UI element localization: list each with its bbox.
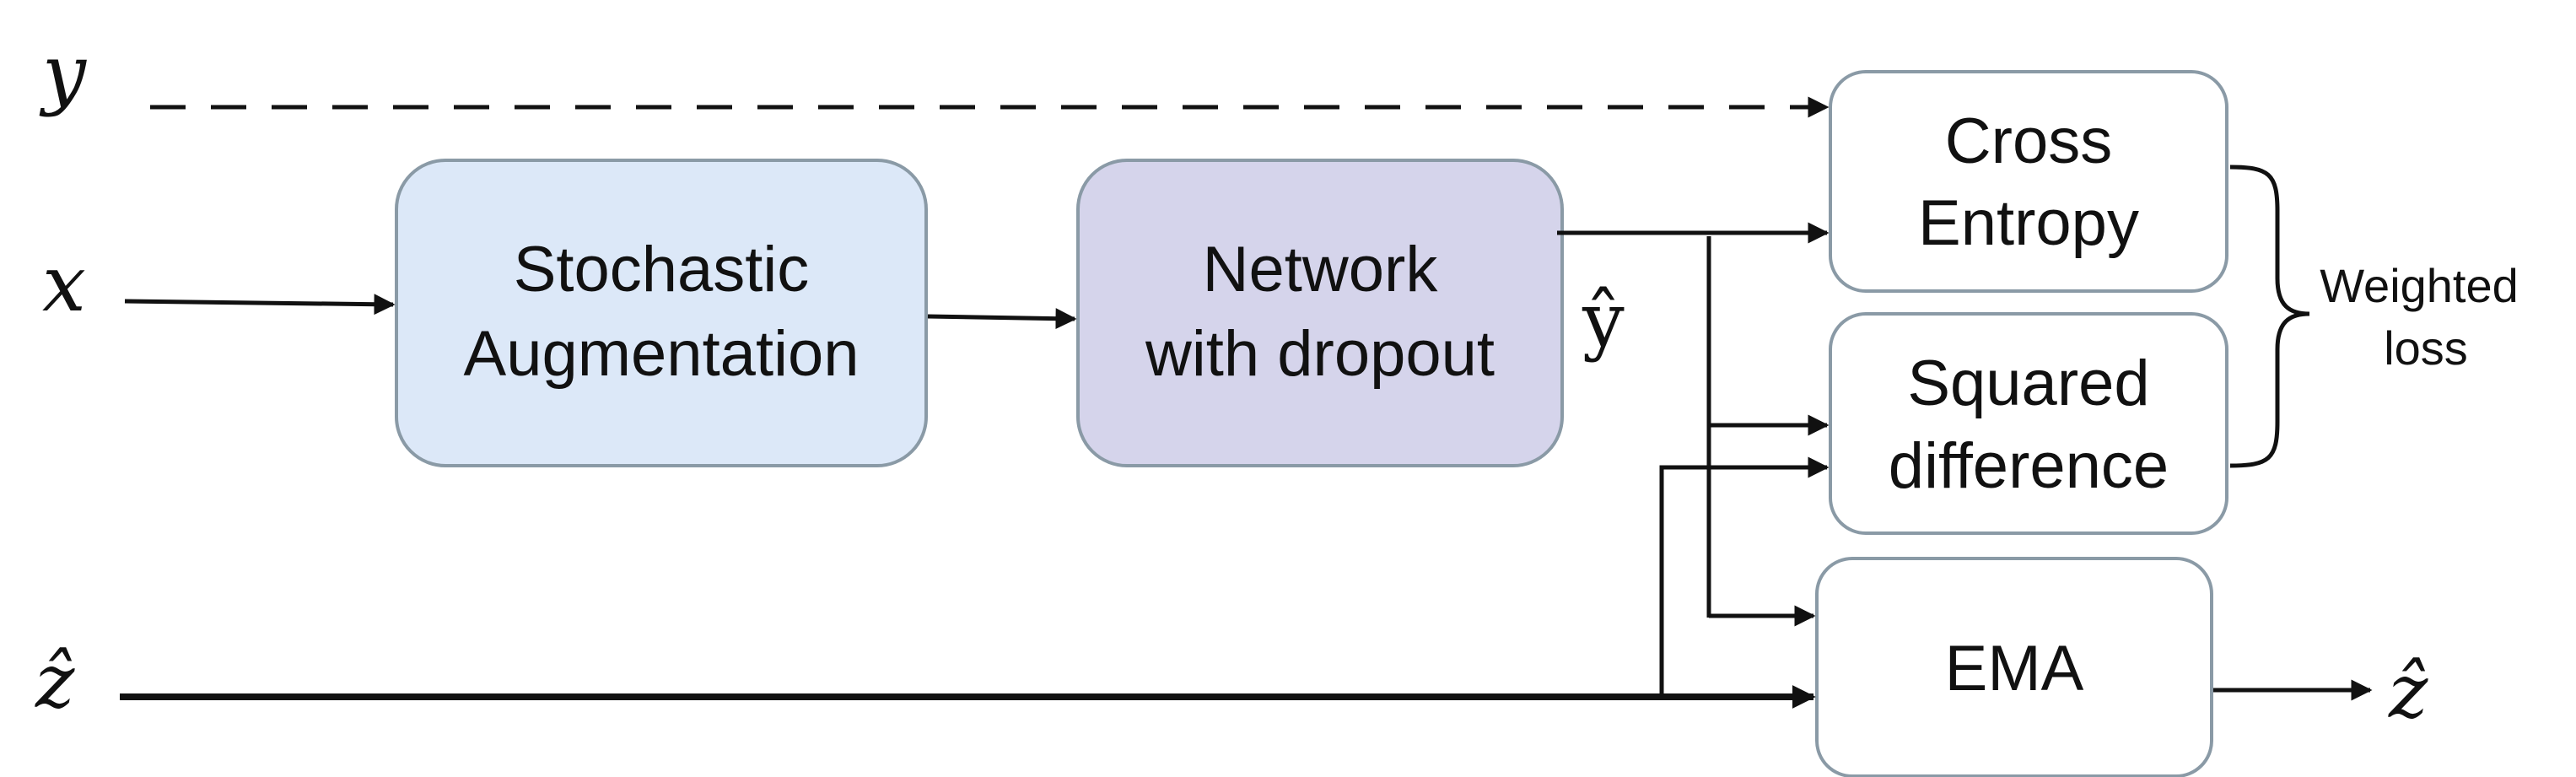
input-x-label: x (42, 239, 86, 329)
input-z-hat-label: ẑ (35, 638, 75, 725)
ema-block (1815, 557, 2213, 777)
network-label-line1: Network (1203, 234, 1439, 305)
augmentation-block (395, 159, 928, 467)
cross-entropy-label-line2: Entropy (1918, 187, 2139, 259)
augmentation-label-line1: Stochastic (514, 234, 810, 305)
output-z-hat-label: ẑ (2388, 648, 2428, 735)
z-hat-to-squared-difference-arrow (1659, 456, 1830, 697)
network-label-line2: with dropout (1145, 318, 1495, 390)
cross-entropy-label-line1: Cross (1945, 105, 2112, 177)
augmentation-to-network-arrow (927, 308, 1077, 330)
y-hat-label: ŷ (1582, 277, 1625, 364)
augmentation-label-line2: Augmentation (464, 318, 860, 390)
input-y-label: y (39, 28, 87, 118)
x-to-augmentation-arrow (124, 294, 396, 316)
squared-difference-label-line1: Squared (1907, 348, 2149, 419)
ema-label: EMA (1945, 633, 2084, 704)
weighted-loss-label-line1: Weighted (2320, 259, 2519, 312)
squared-difference-block (1829, 312, 2228, 535)
network-block (1076, 159, 1564, 467)
squared-difference-label-line2: difference (1889, 430, 2169, 502)
weighted-loss-label-line2: loss (2384, 321, 2468, 375)
cross-entropy-block (1829, 70, 2228, 293)
weighted-loss-brace (2229, 165, 2310, 468)
